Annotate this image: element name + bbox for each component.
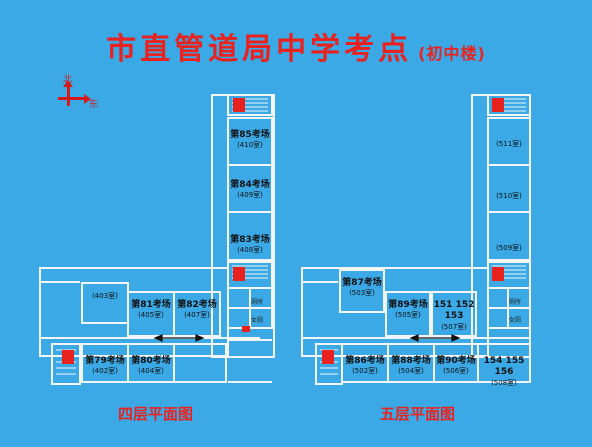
- floor5-room: 第87考场(503室): [342, 278, 382, 298]
- floor5-toilet2-label: 女厕: [509, 317, 522, 324]
- floor5-room: 第86考场(502室): [345, 356, 385, 376]
- floor4-toilet-label: 厕所: [251, 299, 264, 306]
- floor4-room: 第84考场(409室): [230, 180, 270, 200]
- floor5-tower-outline: [471, 94, 531, 358]
- floor5-tower-rooms: [487, 117, 531, 261]
- floor4-room: 第85考场(410室): [230, 130, 270, 150]
- title-text: 市直管道局中学考点: [106, 32, 413, 67]
- compass-horizontal-line: [58, 97, 86, 100]
- floor5-room: (510室): [496, 192, 522, 200]
- floor4-top-stair: [227, 94, 273, 116]
- floor4-toilet2-label: 女厕: [251, 317, 264, 324]
- floor4-room: 第80考场(404室): [131, 356, 171, 376]
- floor4-tower-rooms: [227, 117, 273, 261]
- east-label: 东: [89, 100, 99, 110]
- floor4-bottom-stair: [51, 343, 81, 385]
- title-subtitle: (初中楼): [418, 44, 486, 63]
- floor4-wing-outline: [39, 267, 229, 357]
- floor5-wing-outline: [301, 267, 489, 357]
- floor4-stair-marker: [233, 267, 245, 281]
- floor5-caption: 五层平面图: [380, 405, 456, 423]
- floor4-room: 第83考场(408室): [230, 235, 270, 255]
- floor5-toilet-label: 厕所: [509, 299, 522, 306]
- compass-vertical-line: [67, 84, 70, 106]
- floor4-stair-marker: [62, 350, 74, 364]
- floor5-room: (511室): [496, 140, 522, 148]
- floor5-stair-marker: [492, 267, 504, 281]
- floor4-caption: 四层平面图: [118, 405, 194, 423]
- floor4-room: 第82考场(407室): [177, 300, 217, 320]
- floor5-room: 第90考场(506室): [436, 356, 476, 376]
- floor4-stair-marker: [233, 98, 245, 112]
- floor5-room: 151 152 153(507室): [433, 300, 475, 331]
- floor5-stair-marker: [322, 350, 334, 364]
- floor4-room: (403室): [92, 292, 118, 300]
- floor4-room: 第81考场(405室): [131, 300, 171, 320]
- compass: 北 东: [55, 70, 115, 120]
- east-arrow-icon: [84, 94, 91, 104]
- floor5-room: 154 155 156(508室): [483, 356, 525, 387]
- floor5-room: 第89考场(505室): [388, 300, 428, 320]
- north-arrow-icon: [63, 80, 73, 87]
- floor5-room: 第88考场(504室): [391, 356, 431, 376]
- floor5-stair-marker: [492, 98, 504, 112]
- page-title: 市直管道局中学考点 (初中楼): [0, 24, 592, 68]
- floor4-room: 第79考场(402室): [85, 356, 125, 376]
- floor5-room: (509室): [496, 244, 522, 252]
